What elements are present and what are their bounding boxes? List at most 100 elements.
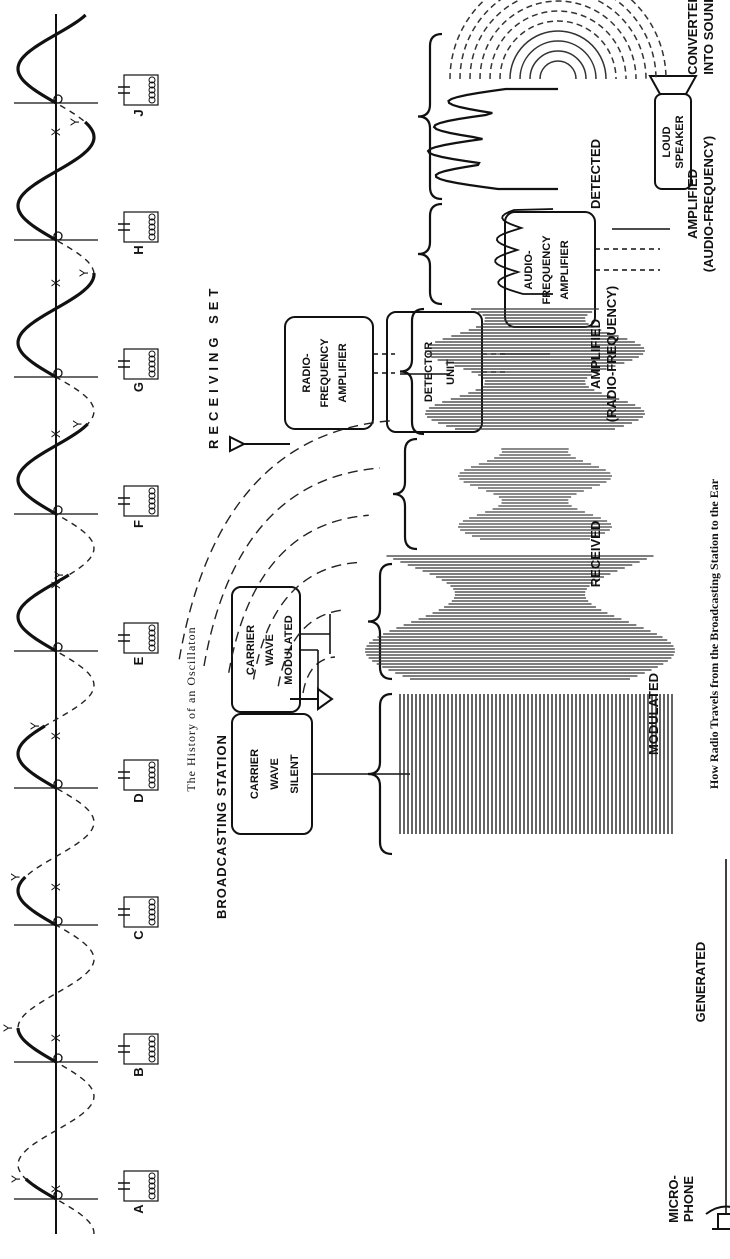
coil-frame [123,485,159,517]
coil-loop [148,233,156,241]
x-marker-D: X [49,732,63,740]
coil-loop [148,1050,156,1058]
oscillation-bold-C [16,875,57,927]
coil-loop [148,1172,156,1180]
coil-loop [148,898,156,906]
brace-modulated [367,562,393,681]
coil-loop [148,81,156,89]
oscillation-bold-F [16,422,89,516]
x-marker-C: X [49,883,63,891]
coil-loop [148,218,156,226]
rf-line-2: FREQUENCY [319,338,331,408]
waveform-generated [399,694,673,834]
coil-loop [148,1040,156,1048]
modulated-line-1: CARRIER [245,625,257,675]
coil-loop [148,1187,156,1195]
coil-capacitor-icon-B [118,1033,159,1065]
label-sound-2: INTO SOUND [701,0,716,75]
x-marker-G: X [49,279,63,287]
x-marker-B: X [49,1034,63,1042]
coil-loop [148,1177,156,1185]
coil-loop [148,1192,156,1200]
label-amplified-rf-2: (RADIO-FREQUENCY) [604,286,619,423]
coil-loop [148,918,156,926]
radio-wave-arc [302,656,336,694]
brace-received [392,437,418,551]
sound-arcs [449,0,667,80]
x-marker-A: X [49,1185,63,1193]
sound-arc [529,50,587,80]
coil-loop [148,1182,156,1190]
y-marker-F: Y [71,420,85,428]
transmission-chain: BROADCASTING STATION RECEIVING SET CARRI… [178,32,730,1230]
waveform-received [458,448,612,540]
af-line-2: FREQUENCY [541,235,553,305]
coil-loop [148,624,156,632]
silent-line-1: CARRIER [249,749,261,799]
coil-loop [148,213,156,221]
stage-letter-E: E [131,656,146,665]
coil-capacitor-icon-J [118,74,159,106]
coil-capacitor-icon-C [118,896,159,928]
coil-loop [148,1035,156,1043]
block-af-amplifier: AUDIO- FREQUENCY AMPLIFIER [504,211,596,328]
label-modulated: MODULATED [646,673,661,755]
coil-loop [148,908,156,916]
block-carrier-silent: CARRIER WAVE SILENT [231,713,313,835]
rf-line-1: RADIO- [301,353,313,392]
oscillation-bold-B [16,1027,57,1064]
origin-marker-A [53,1190,63,1200]
coil-frame [123,759,159,791]
label-sound-1: CONVERTED [685,0,700,75]
oscillation-bold-H [16,120,96,242]
y-marker-A: Y [9,1175,23,1183]
oscillation-bold-A [24,1177,57,1201]
origin-marker-D [53,779,63,789]
label-generated: GENERATED [693,942,708,1023]
coil-loop [148,781,156,789]
coil-capacitor-icon-E [118,622,159,654]
label-amplified-rf-1: AMPLIFIED [588,319,603,389]
brace-amplified-rf [399,307,425,436]
waveform-amplified-af [426,87,558,191]
sound-arc [469,0,647,80]
coil-loop [148,228,156,236]
af-line-1: AUDIO- [523,250,535,289]
coil-loop [148,761,156,769]
origin-marker-E [53,642,63,652]
block-rf-amplifier: RADIO- FREQUENCY AMPLIFIER [284,316,374,430]
sound-arc [459,0,657,80]
coil-capacitor-icon-G [118,348,159,380]
speaker-line-1: LOUD [661,126,673,157]
coil-frame [123,1170,159,1202]
y-marker-G: Y [77,269,91,277]
stage-letter-A: A [131,1204,146,1214]
label-amplified-af-2: (AUDIO-FREQUENCY) [701,136,716,273]
stage-letter-H: H [131,245,146,254]
coil-loop [148,639,156,647]
coil-capacitor-icon-A [118,1170,159,1202]
stage-letter-D: D [131,793,146,802]
bottom-caption: How Radio Travels from the Broadcasting … [707,478,721,789]
origin-marker-H [53,231,63,241]
coil-loop [148,365,156,373]
coil-loop [148,1045,156,1053]
coil-loop [148,86,156,94]
coil-loop [148,497,156,505]
rf-line-3: AMPLIFIER [337,343,349,402]
origin-marker-F [53,505,63,515]
brace-detected [417,202,443,306]
transmit-antenna-icon [290,687,334,711]
sound-arc [449,0,667,80]
coil-capacitor-icon-F [118,485,159,517]
coil-loop [148,370,156,378]
coil-loop [148,96,156,104]
oscillation-bold-G [16,272,96,379]
coil-loop [148,350,156,358]
broadcasting-title: BROADCASTING STATION [214,734,229,919]
y-marker-H: Y [68,118,82,126]
